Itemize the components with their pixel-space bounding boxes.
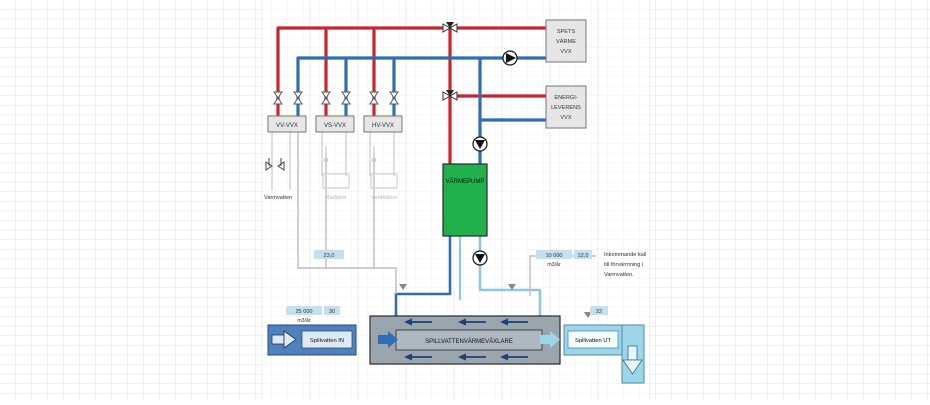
pump-icon [472, 250, 488, 266]
exchanger-label: SPILLVATTENVÄRMEVÄXLARE [425, 338, 513, 345]
radiator-circuit [321, 132, 347, 176]
ventilation-label: Ventilation [371, 195, 397, 201]
radiator-icon [322, 173, 350, 189]
valve-icon [341, 91, 351, 105]
spillvatten-ut-label: Spillvatten UT [575, 338, 612, 344]
flow-right-unit: m3/år [547, 261, 561, 268]
flow-arrow-icon [271, 330, 297, 349]
varmvatten-circuit [271, 132, 291, 190]
energi-leverens-box: ENERGI- LEVERENS VVX [545, 85, 587, 129]
temperature-out-cell: 22 [590, 306, 608, 315]
spets-varme-box: SPETS VÄRME VVX [545, 19, 587, 63]
temperature-right-value: 12,0 [578, 253, 589, 259]
ventilation-unit-icon [370, 173, 398, 189]
flow-in-value: 25 000 [295, 309, 312, 315]
temperature-left-value: 23,0 [324, 253, 335, 259]
energi-label-1: ENERGI- [554, 95, 577, 101]
valve-icon [389, 91, 399, 105]
vs-vvx-label: VS-VVX [324, 123, 346, 129]
spillvatten-in-box: Spillvatten IN [267, 324, 357, 356]
ventilation-circuit [369, 132, 395, 176]
flow-right-cells: 10 000 12,0 m3/år [536, 250, 592, 268]
temperature-cell-left: 23,0 [314, 250, 344, 259]
flow-in-cells: 25 000 30 m3/år [286, 306, 340, 324]
heatpump-label: VÄRMEPUMP [446, 178, 485, 185]
spillvatten-ut-box: Spillvatten UT [563, 324, 645, 384]
temperature-out-value: 22 [596, 309, 602, 315]
vs-vvx-box: VS-VVX [315, 115, 355, 133]
varmvatten-label: Varmvatten [264, 195, 292, 201]
spets-label-2: VÄRME [556, 38, 576, 45]
energi-label-3: VVX [560, 115, 571, 121]
supply-header-pipe [276, 26, 450, 118]
vv-vvx-label: VV-VVX [276, 123, 298, 129]
heatpump-box: VÄRMEPUMP [442, 163, 488, 237]
valve-icon [273, 91, 283, 105]
note-text: Inkommande kall till förvärmning i Varmv… [604, 252, 646, 278]
flow-arrow-icon [622, 345, 643, 375]
flow-in-unit: m3/år [297, 317, 311, 324]
valve-icon [293, 91, 303, 105]
valve-icon [442, 90, 458, 101]
valve-icon [369, 91, 379, 105]
flow-right-value: 10 000 [545, 253, 562, 259]
flow-arrow-icon [378, 331, 398, 348]
thermometer-icon [371, 146, 377, 163]
note-line-1: Inkommande kall [604, 252, 646, 258]
radiator-label: Radiator [325, 195, 346, 201]
spets-label-3: VVX [560, 49, 571, 55]
valve-icon [442, 22, 458, 33]
source-supply-pipe [394, 236, 452, 320]
vv-vvx-box: VV-VVX [267, 115, 307, 133]
flow-arrow-icon [540, 331, 560, 348]
temperature-in-value: 30 [329, 309, 335, 315]
spillvatten-in-label: Spillvatten IN [310, 338, 344, 344]
cold-water-line-left [297, 130, 397, 294]
tap-icon [265, 158, 285, 171]
hv-vvx-box: HV-VVX [363, 115, 403, 133]
thermometer-icon [323, 146, 329, 163]
hv-vvx-label: HV-VVX [372, 123, 394, 129]
flow-arrow-icon [399, 284, 407, 290]
note-line-3: Varmvatten. [604, 272, 634, 278]
pump-icon [502, 50, 518, 66]
energi-label-2: LEVERENS [551, 105, 581, 111]
flow-arrow-icon [508, 284, 516, 290]
spets-label-1: SPETS [557, 29, 576, 35]
valve-icon [321, 91, 331, 105]
pump-icon [472, 136, 488, 152]
spillvatten-exchanger: SPILLVATTENVÄRMEVÄXLARE [369, 315, 561, 365]
note-line-2: till förvärmning i [604, 262, 643, 268]
